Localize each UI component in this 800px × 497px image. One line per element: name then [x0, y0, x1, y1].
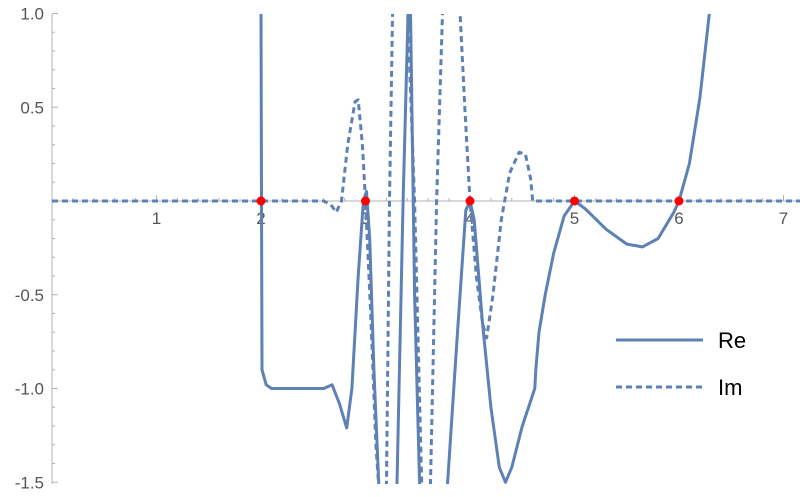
zero-marker: [465, 196, 475, 206]
x-tick-label: 6: [674, 209, 683, 228]
x-tick-label: 7: [779, 209, 788, 228]
zero-marker: [361, 196, 370, 206]
y-tick-label: -1.0: [15, 380, 44, 399]
legend-label-im: Im: [718, 375, 742, 400]
zero-marker: [570, 196, 579, 206]
x-tick-label: 5: [570, 209, 579, 228]
zero-marker: [674, 196, 684, 206]
series-line-im: [52, 14, 800, 484]
y-tick-label: -0.5: [15, 286, 44, 305]
series-layer: [52, 14, 800, 484]
y-tick-label: 0.5: [20, 98, 44, 117]
y-tick-label: 1.0: [20, 5, 44, 24]
legend: Re Im: [616, 328, 746, 400]
legend-label-re: Re: [718, 328, 746, 353]
series-line-re: [259, 14, 711, 484]
x-tick-label: 1: [152, 209, 161, 228]
y-tick-label: -1.5: [15, 473, 44, 492]
zero-marker: [256, 196, 266, 206]
markers-layer: [256, 196, 684, 206]
